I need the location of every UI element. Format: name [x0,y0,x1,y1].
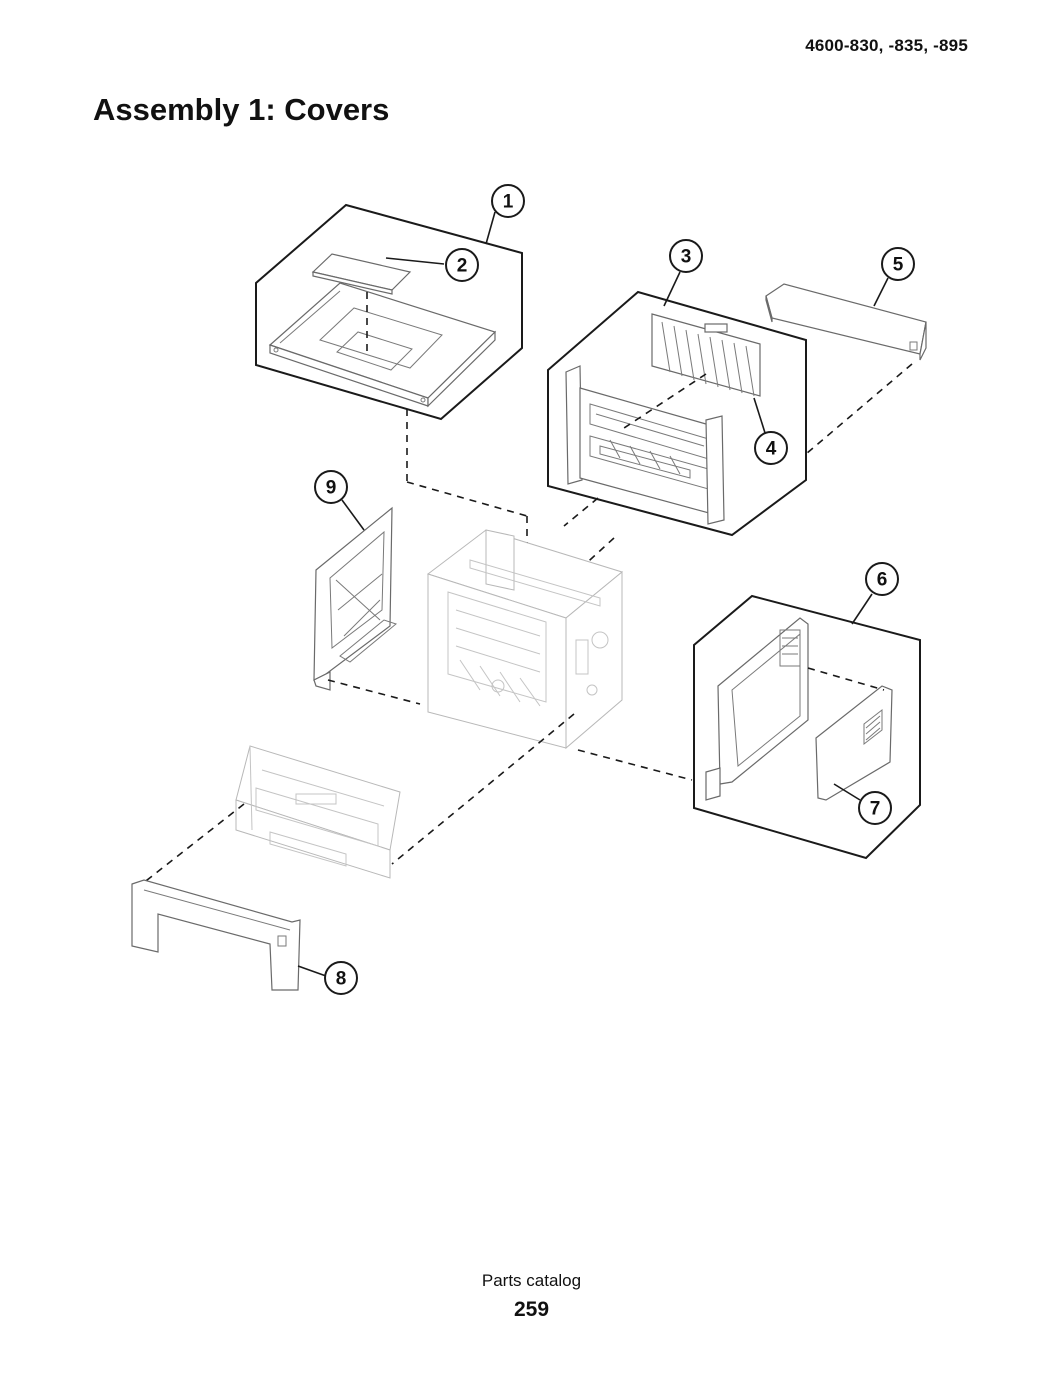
part-8-front-cover [131,879,301,991]
leader-5 [873,277,889,307]
callout-number-8: 8 [336,969,347,990]
leader-3 [663,271,681,307]
rear-door-group [545,290,807,601]
callout-3: 3 [669,239,703,273]
leader-6 [851,593,873,625]
callout-number-9: 9 [326,478,337,499]
footer-label: Parts catalog [481,1271,582,1290]
leader-7 [833,783,861,801]
part-9-side-cover [313,506,398,691]
callout-1: 1 [491,184,525,218]
callout-5: 5 [881,247,915,281]
callout-number-4: 4 [766,439,777,460]
part-6-right-cover [705,617,809,801]
leader-4 [753,397,767,437]
callout-box-6 [693,594,921,860]
callout-box-1 [255,203,523,421]
part-5-rear-cover [765,283,927,361]
callout-number-5: 5 [893,255,904,276]
part-2-cover-door [311,253,412,295]
callout-9: 9 [314,470,348,504]
top-cover-group [255,203,528,565]
front-tray [235,745,401,879]
callout-6: 6 [865,562,899,596]
page-title: Assembly 1: Covers [93,92,390,127]
leader-1 [485,211,496,245]
callout-box-3 [547,290,807,537]
callout-number-7: 7 [870,799,881,820]
part-7-panel [815,685,893,801]
leader-2 [385,257,445,265]
callout-2: 2 [445,248,479,282]
leader-8 [297,965,327,977]
callout-number-2: 2 [457,256,468,277]
right-cover-group [693,594,921,860]
callout-number-6: 6 [877,570,888,591]
callout-8: 8 [324,961,358,995]
part-4-guide [651,313,761,397]
rear-door-part [565,365,725,525]
printer-frame [426,529,624,750]
callout-number-3: 3 [681,247,692,268]
callout-4: 4 [754,431,788,465]
top-cover-part [268,282,497,408]
callout-7: 7 [858,791,892,825]
leader-9 [341,499,365,531]
model-numbers: 4600-830, -835, -895 [805,36,968,55]
page-number: 259 [513,1298,550,1321]
callout-number-1: 1 [503,192,514,213]
